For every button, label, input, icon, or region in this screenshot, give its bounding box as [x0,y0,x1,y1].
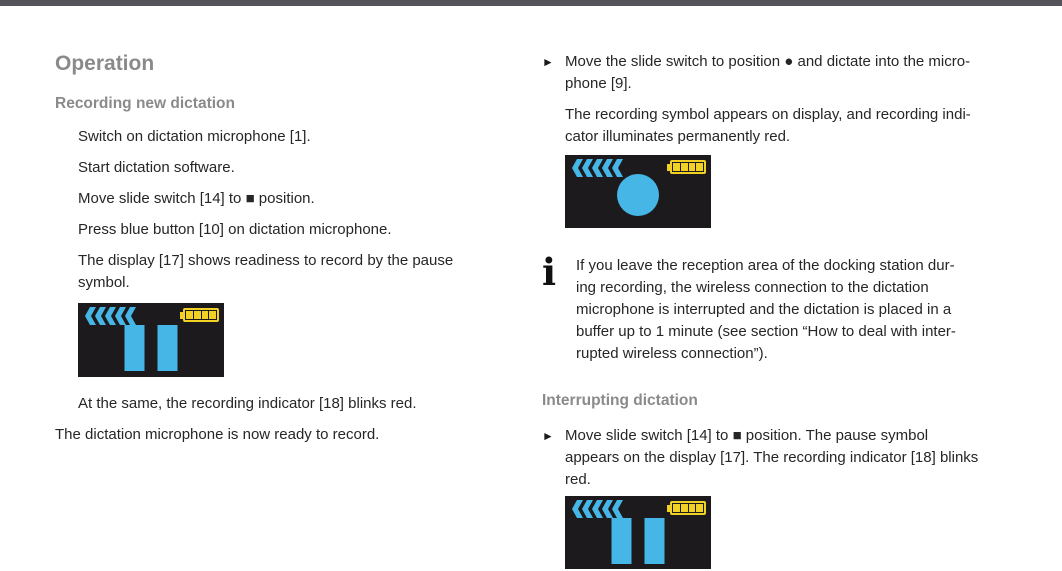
action-item-record: ► Move the slide switch to position ● an… [542,51,1017,95]
step-press-blue-button: Press blue button [10] on dictation micr… [78,221,392,238]
section-heading-interrupting: Interrupting dictation [542,392,698,409]
signal-chevrons-icon [85,307,136,325]
step-display-readiness: The display [17] shows readiness to reco… [78,252,454,291]
info-note-text: If you leave the reception area of the d… [576,257,956,362]
action-bullet-icon: ► [542,429,554,443]
page-title: Operation [55,52,155,75]
steps-list: Switch on dictation microphone [1]. Star… [78,126,505,415]
battery-icon [667,501,706,515]
ready-to-record-note: The dictation microphone is now ready to… [55,426,380,443]
info-note-block: i If you leave the reception area of the… [542,250,1017,365]
step-move-slide-switch: Move slide switch [14] to ■ position. [78,190,315,207]
action-item-record-text: Move the slide switch to position ● and … [565,53,971,92]
recording-symbol-note: The recording symbol appears on display,… [565,106,971,145]
action-item-interrupt: ► Move slide switch [14] to ■ position. … [542,425,1017,491]
step-start-software: Start dictation software. [78,159,235,176]
display-pause-ready [78,303,224,377]
pause-symbol-icon [124,325,178,371]
signal-chevrons-icon [572,159,623,177]
display-pause-interrupted [565,496,711,569]
left-column: Operation Recording new dictation Switch… [55,52,505,446]
page-top-rule [0,0,1062,6]
pause-symbol-icon [611,518,665,564]
info-icon: i [542,250,557,294]
action-item-interrupt-text: Move slide switch [14] to ■ position. Th… [565,427,979,488]
step-switch-on: Switch on dictation microphone [1]. [78,128,311,145]
recording-indicator-note: At the same, the recording indicator [18… [78,395,417,412]
record-symbol-icon [617,174,659,216]
battery-icon [667,160,706,174]
display-recording [565,155,711,228]
signal-chevrons-icon [572,500,623,518]
battery-icon [180,308,219,322]
right-column: ► Move the slide switch to position ● an… [542,51,1017,569]
action-bullet-icon: ► [542,55,554,69]
section-heading-recording: Recording new dictation [55,95,235,112]
